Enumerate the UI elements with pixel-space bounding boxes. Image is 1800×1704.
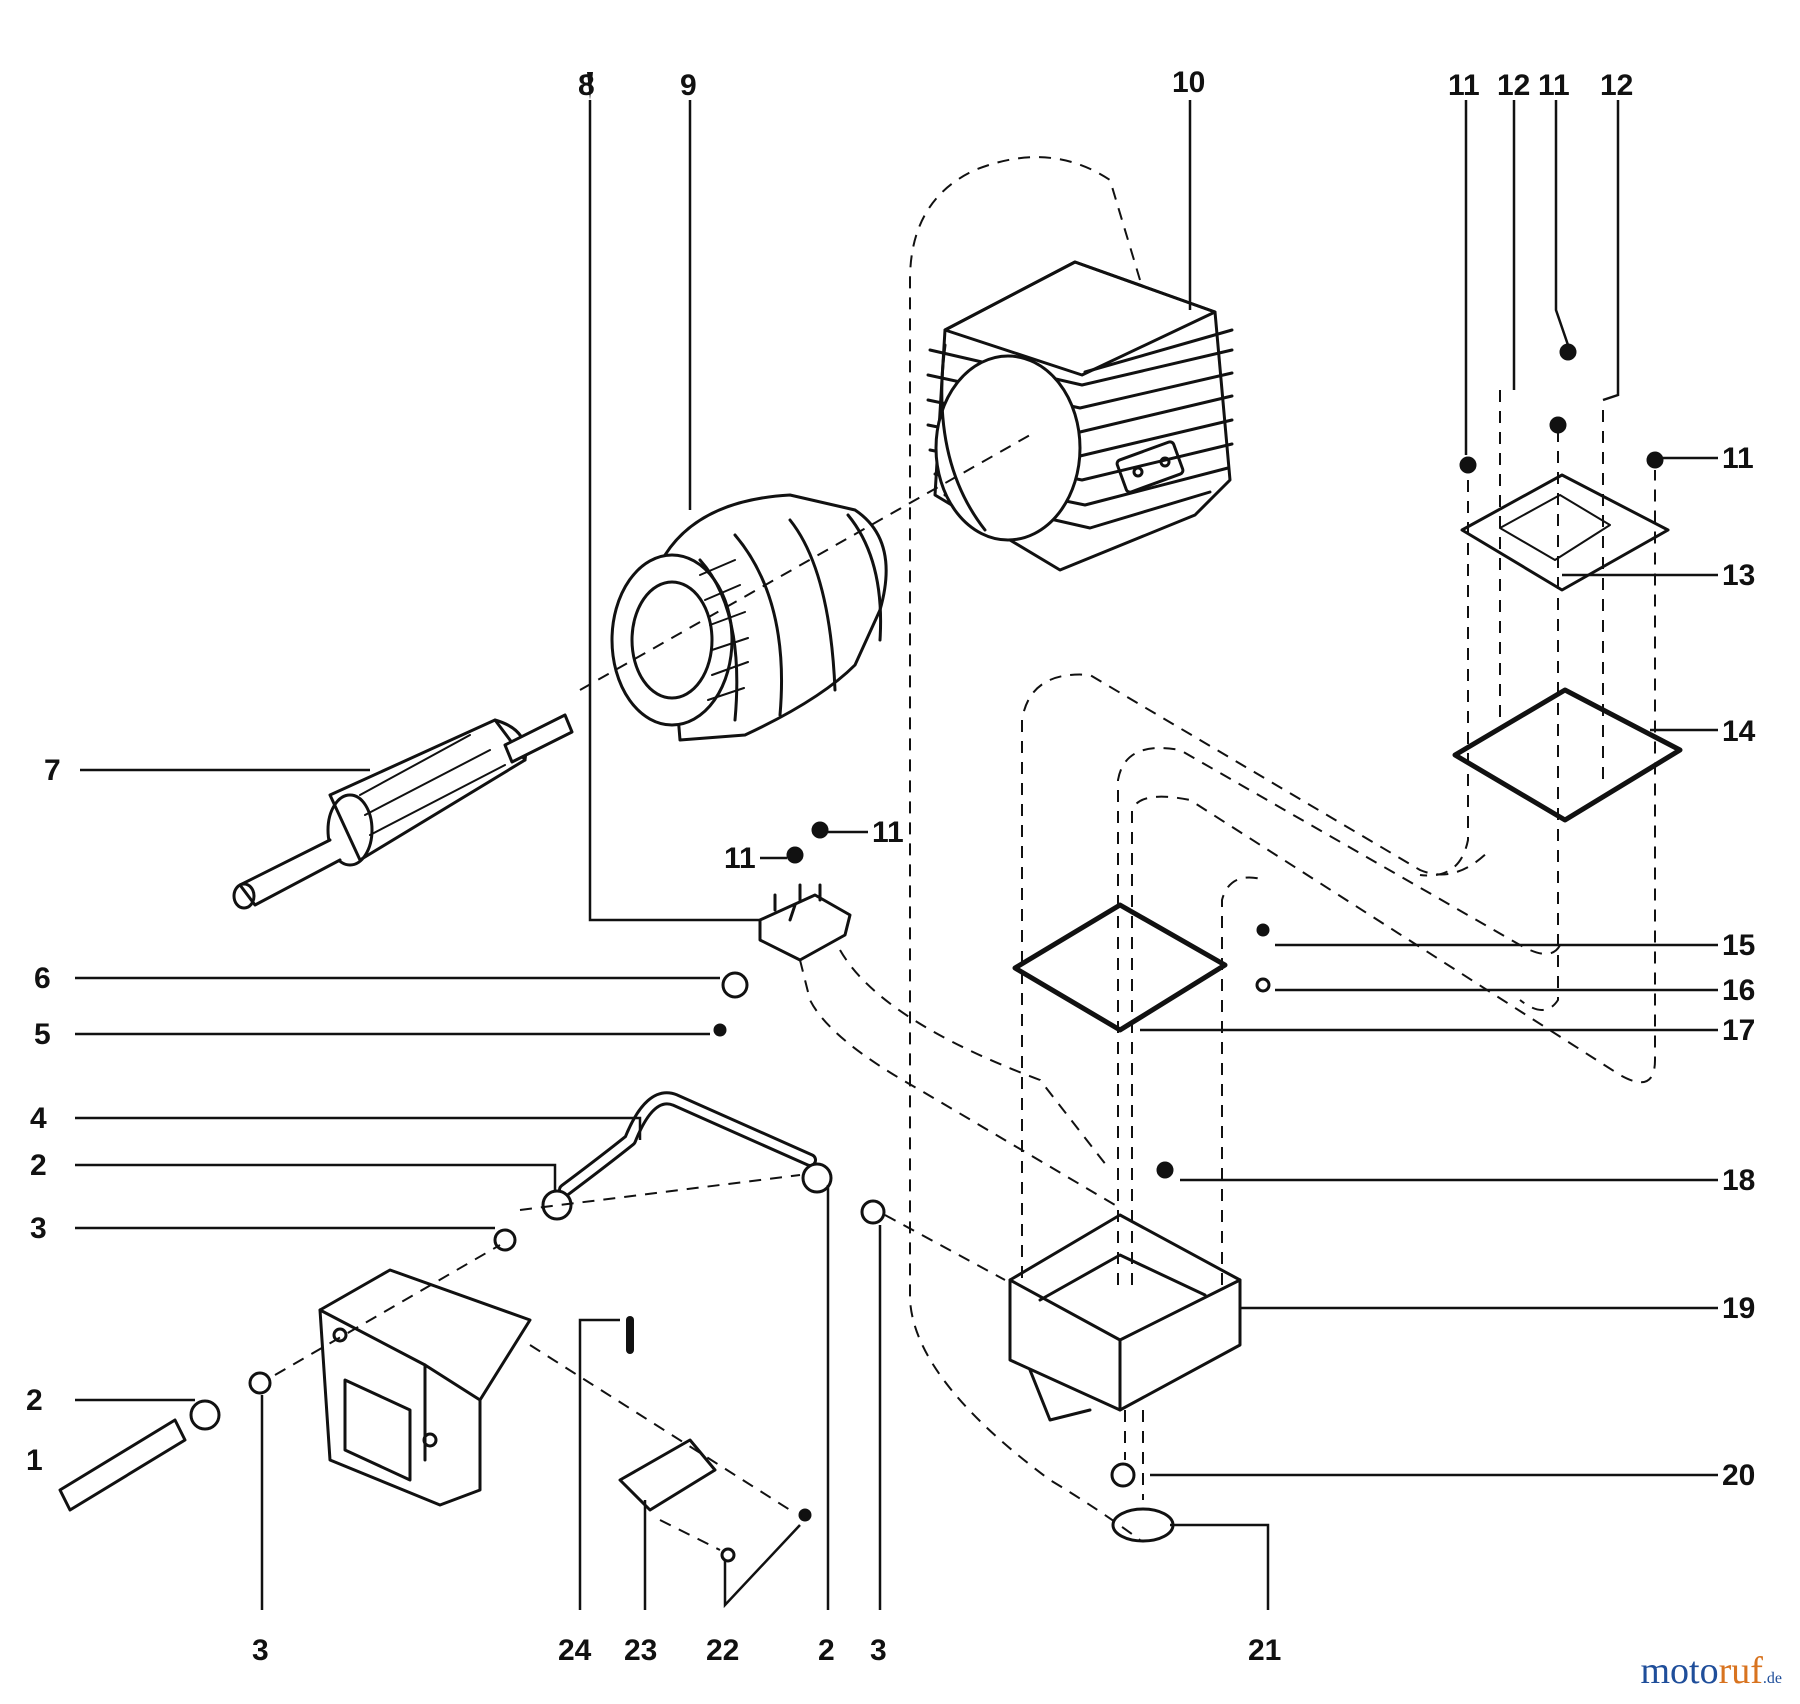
label-13: 13 (1722, 559, 1755, 592)
watermark-part-1: moto (1640, 1650, 1719, 1692)
motor-housing (926, 260, 1234, 572)
label-6: 6 (34, 962, 51, 995)
label-2-left-b: 2 (26, 1384, 43, 1417)
label-23: 23 (624, 1634, 657, 1667)
label-15: 15 (1722, 929, 1755, 962)
label-9: 9 (680, 69, 697, 102)
label-11-top-b: 11 (1538, 69, 1570, 102)
label-11-right: 11 (1722, 442, 1754, 475)
label-2-bottom: 2 (818, 1634, 835, 1667)
label-11-mid-b: 11 (872, 816, 904, 849)
label-7: 7 (44, 754, 61, 787)
label-3-bottom-b: 3 (870, 1634, 887, 1667)
label-20: 20 (1722, 1459, 1755, 1492)
label-10: 10 (1172, 66, 1205, 99)
label-12-top-b: 12 (1600, 69, 1633, 102)
label-21: 21 (1248, 1634, 1281, 1667)
label-8: 8 (578, 69, 595, 102)
label-5: 5 (34, 1018, 51, 1051)
rotor (232, 713, 574, 910)
label-3-bottom-a: 3 (252, 1634, 269, 1667)
label-18: 18 (1722, 1164, 1755, 1197)
label-19: 19 (1722, 1292, 1755, 1325)
watermark-logo: motoruf.de (1640, 1649, 1782, 1693)
label-3-left: 3 (30, 1212, 47, 1245)
label-12-top-a: 12 (1497, 69, 1530, 102)
terminal-box (1008, 1213, 1242, 1422)
label-4: 4 (30, 1102, 47, 1135)
watermark-part-2: ruf (1718, 1650, 1763, 1692)
label-24: 24 (558, 1634, 592, 1667)
label-22: 22 (706, 1634, 739, 1667)
label-1: 1 (26, 1444, 43, 1477)
label-2-left-a: 2 (30, 1149, 47, 1182)
conduit-tube (493, 1091, 886, 1252)
label-17: 17 (1722, 1014, 1755, 1047)
stator (610, 493, 888, 742)
terminal-block (758, 883, 852, 962)
label-16: 16 (1722, 974, 1755, 1007)
label-14: 14 (1722, 715, 1756, 748)
switch-housing (318, 1268, 532, 1507)
watermark-part-3: .de (1762, 1670, 1782, 1687)
label-11-mid-a: 11 (724, 842, 756, 875)
label-11-top-a: 11 (1448, 69, 1480, 102)
